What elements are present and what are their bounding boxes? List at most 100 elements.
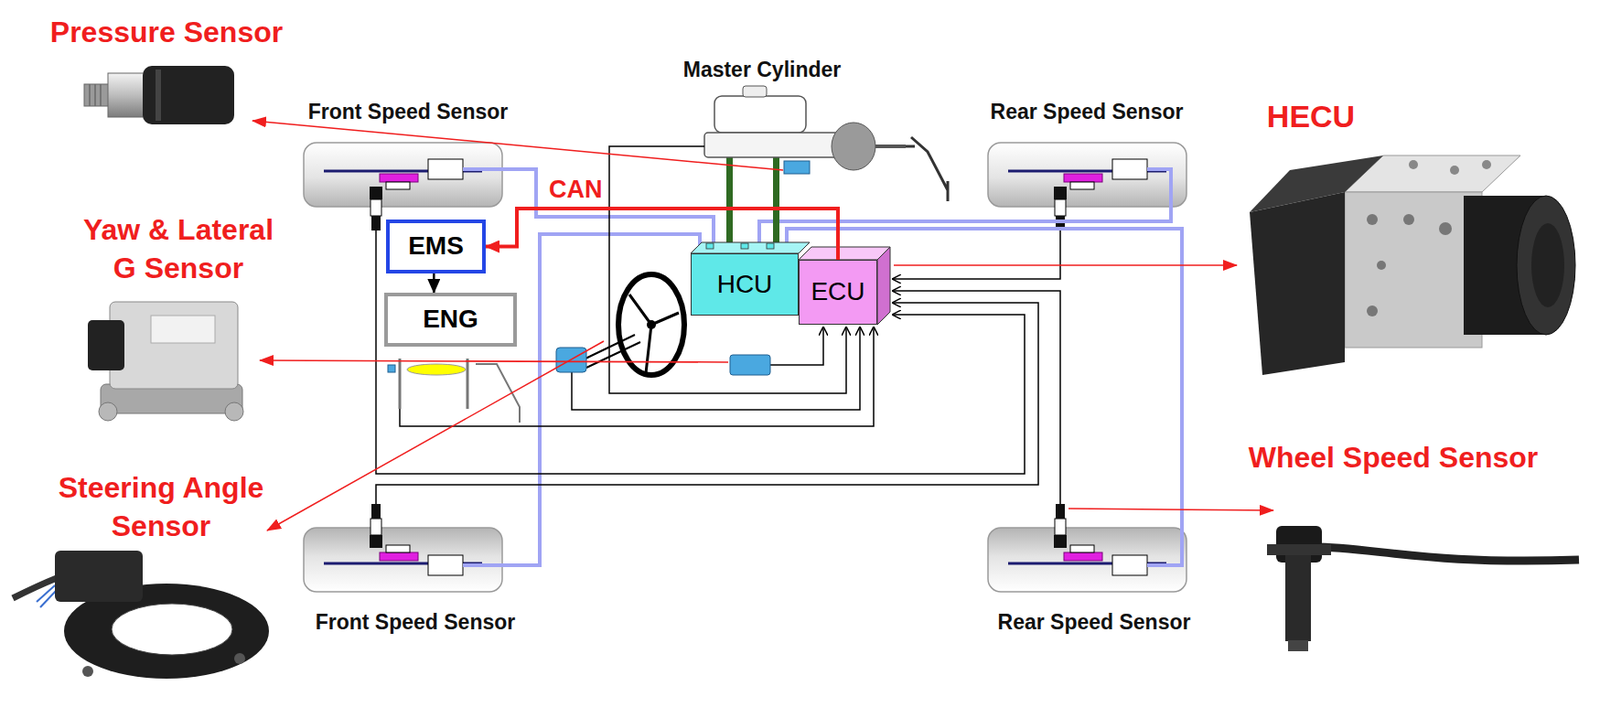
steering-rim <box>618 274 685 376</box>
control-unit-box: EMS <box>386 219 486 274</box>
leader-line <box>1068 508 1274 511</box>
port-hole <box>1366 214 1378 226</box>
ecu-cover <box>1249 192 1345 376</box>
sensor-flange <box>1267 544 1332 556</box>
port-hole <box>1408 160 1418 170</box>
sensor-housing <box>109 301 238 389</box>
port-hole <box>1449 165 1460 175</box>
yaw-sensor-symbol <box>730 354 771 376</box>
wheel-speed-sensor-picture <box>1267 526 1579 652</box>
rear-left-wheel <box>987 142 1187 231</box>
port-hole <box>1481 160 1492 170</box>
thread-lines <box>89 84 101 107</box>
sensor-cable <box>12 578 57 599</box>
hcu-port <box>706 243 714 249</box>
sensor-wire-lead <box>36 585 57 608</box>
pressure-sensor-symbol <box>783 161 810 174</box>
mount-tab <box>82 665 94 677</box>
hcu-port <box>740 243 749 249</box>
sensor-label: Pressure Sensor <box>20 15 313 50</box>
sensor-wire <box>770 327 824 366</box>
cylinder-body <box>704 132 842 158</box>
valve-block <box>1344 192 1482 348</box>
part-label: Rear Speed Sensor <box>967 99 1206 124</box>
port-hole <box>1376 260 1386 270</box>
sensor-tip <box>1288 640 1309 652</box>
brake-lines <box>462 169 1182 566</box>
box-text: ECU <box>810 278 865 307</box>
sensor-connector <box>87 320 125 371</box>
sensor-label: Steering Angle Sensor <box>51 468 271 546</box>
port-hole <box>1366 305 1378 317</box>
engine-box: ENG <box>384 292 517 347</box>
electronic-unit-box: ECU <box>798 259 878 325</box>
part-label: Front Speed Sensor <box>289 99 527 124</box>
reservoir <box>714 96 806 133</box>
box-text: EMS <box>408 232 464 261</box>
sensor-wire <box>892 290 1061 505</box>
hcu-port <box>766 243 774 249</box>
part-label: Master Cylinder <box>656 57 868 82</box>
sensor-box <box>54 550 143 602</box>
sensor-thread <box>84 84 110 107</box>
steering-hub <box>646 320 656 330</box>
port-hole <box>1403 214 1415 226</box>
leader-lines <box>252 120 1274 531</box>
box-text: HCU <box>717 270 774 300</box>
sensor-wires <box>375 146 1061 505</box>
leader-line <box>252 120 784 171</box>
sensor-label: HECU <box>1246 98 1375 135</box>
ecu-top-face <box>798 246 891 260</box>
leader-line <box>267 341 604 531</box>
leader-line <box>893 264 1237 267</box>
leader-line <box>259 360 729 363</box>
sensor-connector <box>142 65 235 125</box>
throttle-parts <box>387 358 520 423</box>
steering-sensor-picture <box>12 550 269 679</box>
front-left-wheel <box>303 142 503 231</box>
mount-ear <box>98 402 118 421</box>
sensor-label: Yaw & Lateral G Sensor <box>75 210 282 288</box>
pressure-sensor-picture <box>84 65 235 125</box>
part-label: Rear Speed Sensor <box>975 610 1214 634</box>
sensor-ring-hole <box>111 603 233 656</box>
reservoir-cap <box>742 85 767 97</box>
connector-rib <box>155 69 162 121</box>
yaw-sensor-picture <box>87 301 244 421</box>
edge-label: CAN <box>547 176 605 205</box>
mount-tab <box>234 653 246 665</box>
steering-wheel <box>556 274 685 376</box>
sensor-body <box>1285 555 1311 642</box>
sensor-wire <box>892 230 1061 280</box>
part-label: Front Speed Sensor <box>296 610 535 634</box>
push-rod <box>875 144 906 149</box>
throttle-post <box>398 358 402 409</box>
hcu-top-face <box>690 242 810 254</box>
master-line <box>726 156 733 246</box>
mount-ear <box>225 402 244 421</box>
box-text: ENG <box>422 305 479 334</box>
port-hole <box>1438 222 1452 236</box>
sensor-hex <box>107 73 145 118</box>
throttle-plate <box>407 364 466 376</box>
motor-cap <box>1531 223 1565 308</box>
can-bus-line <box>485 208 838 260</box>
control-arrow <box>432 273 436 293</box>
ecu-side-face <box>877 246 891 325</box>
sensor-wire <box>571 327 860 410</box>
sensor-cable <box>1313 547 1579 561</box>
brake-line <box>786 228 1182 566</box>
throttle-sensor <box>387 365 396 373</box>
front-right-wheel <box>303 504 503 592</box>
hecu-picture <box>1249 155 1576 376</box>
accelerator-pedal <box>475 364 520 423</box>
brake-pedal <box>905 137 948 202</box>
hydraulic-unit-box: HCU <box>690 253 799 316</box>
brake-booster <box>831 122 876 171</box>
sensor-wire <box>375 302 1039 505</box>
